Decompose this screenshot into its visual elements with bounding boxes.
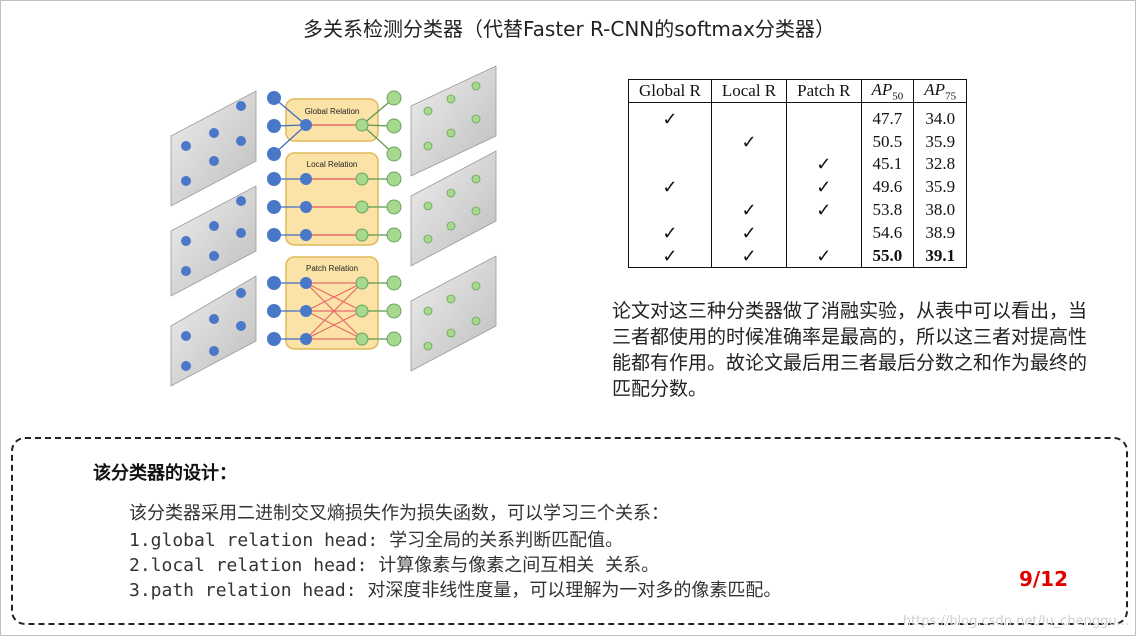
table-cell bbox=[710, 152, 788, 176]
right-feature-maps bbox=[410, 65, 497, 372]
table-row: ✓ ✓ ✓ 55.0 39.1 bbox=[628, 244, 968, 268]
table-header-row: Global R Local R Patch R AP50 AP75 bbox=[628, 78, 968, 104]
table-cell bbox=[628, 152, 712, 176]
table-cell: ✓ bbox=[628, 244, 712, 268]
table-cell: 55.0 bbox=[860, 244, 915, 268]
design-line-path: 3.path relation head: 对深度非线性度量，可以理解为一对多的… bbox=[129, 580, 782, 601]
table-cell: 49.6 bbox=[860, 175, 915, 199]
design-line-local: 2.local relation head: 计算像素与像素之间互相关 关系。 bbox=[129, 555, 660, 576]
patch-relation-label: Patch Relation bbox=[306, 264, 358, 273]
table-row: ✓ ✓ 54.6 38.9 bbox=[628, 221, 968, 245]
design-line-intro: 该分类器采用二进制交叉熵损失作为损失函数，可以学习三个关系： bbox=[129, 503, 669, 524]
table-row: ✓ ✓ 53.8 38.0 bbox=[628, 198, 968, 222]
table-cell: 54.6 bbox=[860, 221, 915, 245]
explanation-paragraph: 论文对这三种分类器做了消融实验，从表中可以看出，当三者都使用的时候准确率是最高的… bbox=[612, 300, 1088, 400]
table-cell: ✓ bbox=[628, 221, 712, 245]
table-cell: ✓ bbox=[786, 152, 862, 176]
page-number: 9/12 bbox=[1018, 567, 1068, 591]
table-cell bbox=[786, 102, 862, 131]
design-box: 该分类器的设计： 该分类器采用二进制交叉熵损失作为损失函数，可以学习三个关系： … bbox=[11, 437, 1128, 625]
header-local-r: Local R bbox=[710, 78, 788, 104]
global-relation-box bbox=[285, 98, 379, 142]
input-nodes bbox=[267, 91, 312, 346]
global-relation-label: Global Relation bbox=[305, 107, 360, 116]
table-cell: 50.5 bbox=[860, 130, 915, 153]
table-cell: ✓ bbox=[786, 198, 862, 222]
table-cell: 32.8 bbox=[913, 152, 968, 176]
output-nodes bbox=[355, 90, 402, 347]
table-cell: 39.1 bbox=[913, 244, 968, 268]
table-cell bbox=[786, 221, 862, 245]
table-cell: 34.0 bbox=[913, 102, 968, 131]
design-line-global: 1.global relation head: 学习全局的关系判断匹配值。 bbox=[129, 530, 624, 551]
design-heading: 该分类器的设计： bbox=[93, 463, 237, 484]
ablation-table: Global R Local R Patch R AP50 AP75 ✓ 47.… bbox=[628, 78, 968, 268]
table-cell bbox=[710, 175, 788, 199]
table-cell bbox=[786, 130, 862, 153]
slide-title: 多关系检测分类器（代替Faster R-CNN的softmax分类器） bbox=[302, 17, 836, 41]
table-cell: 47.7 bbox=[860, 102, 915, 131]
table-cell: ✓ bbox=[786, 244, 862, 268]
table-cell: 35.9 bbox=[913, 130, 968, 153]
table-cell bbox=[710, 102, 788, 131]
header-ap50: AP50 bbox=[860, 78, 915, 104]
header-global-r: Global R bbox=[628, 78, 712, 104]
table-cell: 35.9 bbox=[913, 175, 968, 199]
table-cell: ✓ bbox=[628, 175, 712, 199]
table-cell: 45.1 bbox=[860, 152, 915, 176]
table-cell: ✓ bbox=[710, 130, 788, 153]
table-cell bbox=[628, 198, 712, 222]
table-row: ✓ ✓ 49.6 35.9 bbox=[628, 175, 968, 199]
left-feature-maps bbox=[170, 90, 257, 387]
local-relation-label: Local Relation bbox=[307, 160, 358, 169]
table-cell: ✓ bbox=[710, 221, 788, 245]
table-cell: 38.9 bbox=[913, 221, 968, 245]
watermark: https://blog.csdn.net/lu_chenggu... bbox=[902, 614, 1129, 629]
table-cell: ✓ bbox=[710, 198, 788, 222]
table-cell: 53.8 bbox=[860, 198, 915, 222]
relation-heads-diagram: Global Relation Local Relation Patch Rel… bbox=[170, 65, 497, 387]
table-row: ✓ 47.7 34.0 bbox=[628, 102, 968, 131]
header-patch-r: Patch R bbox=[786, 78, 862, 104]
table-cell: ✓ bbox=[710, 244, 788, 268]
table-cell bbox=[628, 130, 712, 153]
table-row: ✓ 50.5 35.9 bbox=[628, 130, 968, 153]
table-cell: 38.0 bbox=[913, 198, 968, 222]
header-ap75: AP75 bbox=[913, 78, 968, 104]
table-row: ✓ 45.1 32.8 bbox=[628, 152, 968, 176]
table-cell: ✓ bbox=[786, 175, 862, 199]
table-cell: ✓ bbox=[628, 102, 712, 131]
